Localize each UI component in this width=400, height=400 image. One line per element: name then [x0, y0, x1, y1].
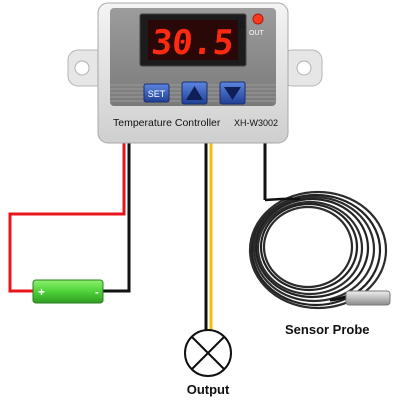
- red-wire: [8, 142, 126, 293]
- unit-label: °C: [236, 21, 245, 30]
- output-lamp-symbol: [184, 329, 232, 377]
- set-button[interactable]: SET: [143, 83, 170, 103]
- out-indicator-led: [252, 13, 264, 25]
- controller-unit: 30.5 °C OUT SET Temperature Controller X…: [67, 2, 323, 144]
- sensor-probe-label: Sensor Probe: [285, 322, 370, 337]
- down-arrow-icon: [224, 87, 241, 100]
- battery-minus-label: -: [95, 285, 99, 299]
- output-label: Output: [187, 382, 230, 397]
- out-indicator-label: OUT: [249, 30, 265, 37]
- battery-plus-label: +: [38, 285, 45, 299]
- sensor-probe-coil: [248, 190, 388, 310]
- sensor-probe-tip: [345, 290, 391, 306]
- display-reading: 30.5: [150, 23, 236, 63]
- power-wiring: [8, 142, 131, 293]
- down-button[interactable]: [219, 81, 246, 105]
- set-button-label: SET: [148, 89, 166, 99]
- up-arrow-icon: [186, 86, 203, 100]
- black-power-wire: [103, 142, 131, 293]
- controller-name: Temperature Controller: [113, 117, 221, 129]
- battery: + -: [32, 279, 104, 304]
- output-wiring: [204, 142, 213, 330]
- up-button[interactable]: [181, 81, 208, 105]
- controller-model: XH-W3002: [234, 118, 278, 128]
